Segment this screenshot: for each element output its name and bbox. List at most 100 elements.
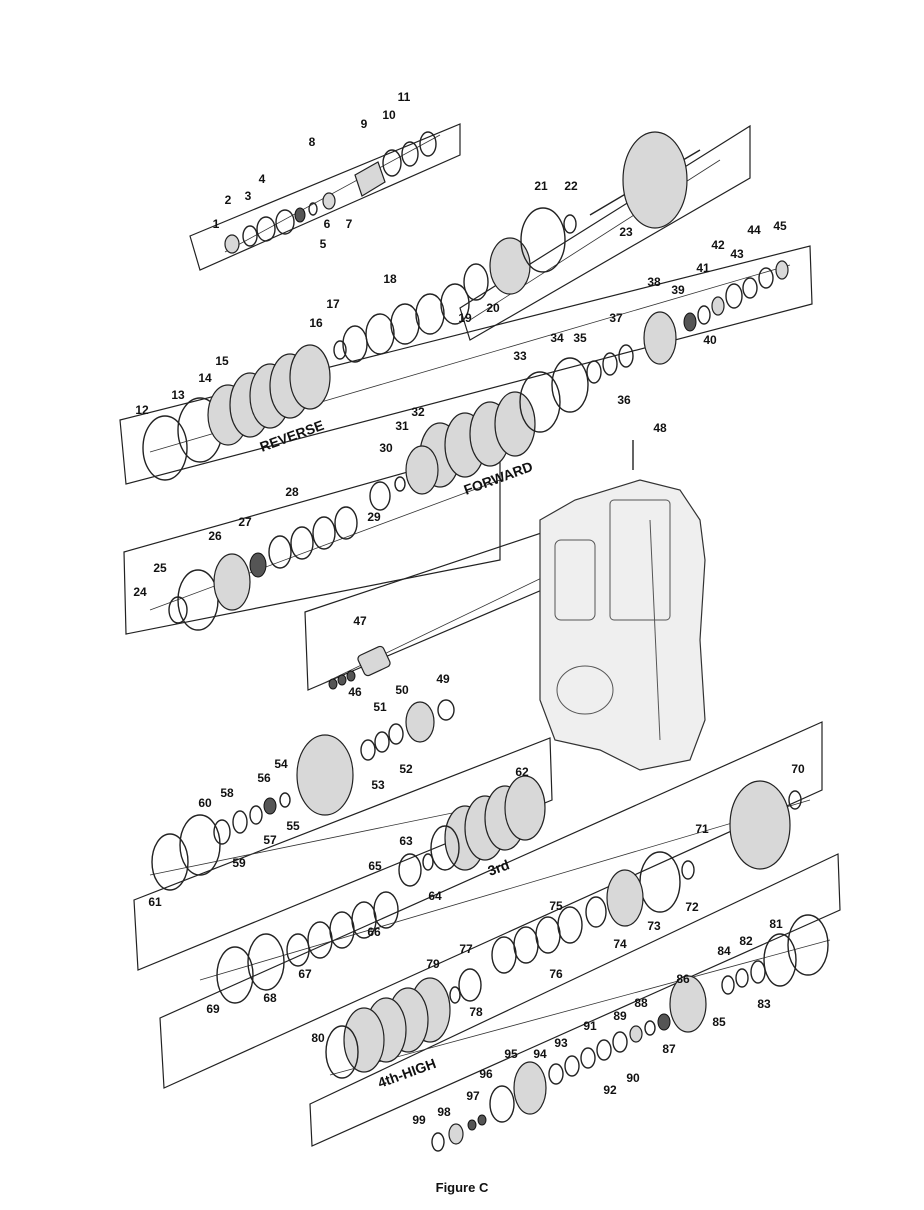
part-18-c <box>415 293 445 335</box>
part-20 <box>489 237 531 295</box>
callout-33: 33 <box>513 349 527 363</box>
callout-34: 34 <box>550 331 564 345</box>
part-62-d <box>504 775 546 841</box>
callout-3: 3 <box>245 189 252 203</box>
part-34 <box>551 357 589 413</box>
callout-39: 39 <box>671 283 685 297</box>
part-18-a <box>365 313 395 355</box>
callout-6: 6 <box>324 217 331 231</box>
callout-45: 45 <box>773 219 787 233</box>
callout-32: 32 <box>411 405 425 419</box>
callout-41: 41 <box>696 261 710 275</box>
callout-81: 81 <box>769 917 783 931</box>
part-12 <box>142 415 188 481</box>
callout-5: 5 <box>320 237 327 251</box>
part-49 <box>437 699 455 721</box>
callout-9: 9 <box>361 117 368 131</box>
panel-reverse-forward <box>119 245 813 485</box>
panel-shaft-lower <box>159 721 823 1089</box>
callout-1: 1 <box>213 217 220 231</box>
part-58 <box>232 810 248 834</box>
callout-17: 17 <box>326 297 340 311</box>
part-98 <box>448 1123 464 1145</box>
callout-96: 96 <box>479 1067 493 1081</box>
parts-shaft-lower <box>216 780 802 1004</box>
axis-lines <box>149 134 831 1076</box>
part-83 <box>750 960 766 984</box>
part-66-a <box>307 921 333 959</box>
callout-40: 40 <box>703 333 717 347</box>
part-35 <box>586 360 602 384</box>
part-59 <box>213 819 231 845</box>
part-43 <box>742 277 758 299</box>
callout-48: 48 <box>653 421 667 435</box>
part-29 <box>369 481 391 511</box>
part-66-d <box>373 891 399 929</box>
callout-27: 27 <box>238 515 252 529</box>
part-95 <box>513 1061 547 1115</box>
panel-lower-clutch <box>123 445 501 635</box>
part-1 <box>224 234 240 254</box>
part-99 <box>431 1132 445 1152</box>
parts-valve <box>328 440 634 761</box>
part-79-d <box>343 1007 385 1073</box>
callout-42: 42 <box>711 238 725 252</box>
callout-25: 25 <box>153 561 167 575</box>
axis-top <box>224 134 441 253</box>
callout-35: 35 <box>573 331 587 345</box>
callout-98: 98 <box>437 1105 451 1119</box>
callout-61: 61 <box>148 895 162 909</box>
part-77 <box>458 968 482 1002</box>
callout-49: 49 <box>436 672 450 686</box>
part-69 <box>216 946 254 1004</box>
callout-28: 28 <box>285 485 299 499</box>
part-19 <box>463 263 489 301</box>
part-22 <box>563 214 577 234</box>
panel-top <box>189 123 461 271</box>
part-7 <box>322 192 336 210</box>
part-80 <box>325 1025 359 1079</box>
callout-19: 19 <box>458 311 472 325</box>
part-54 <box>296 734 354 816</box>
part-55 <box>279 792 291 808</box>
part-28-b <box>290 526 314 560</box>
part-37 <box>618 344 634 368</box>
part-97-b <box>467 1119 477 1131</box>
part-71 <box>729 780 791 870</box>
part-10 <box>401 141 419 167</box>
callout-15: 15 <box>215 354 229 368</box>
part-90 <box>612 1031 628 1053</box>
callout-77: 77 <box>459 942 473 956</box>
callout-64: 64 <box>428 889 442 903</box>
part-61 <box>151 833 189 891</box>
callout-88: 88 <box>634 996 648 1010</box>
callout-70: 70 <box>791 762 805 776</box>
callout-82: 82 <box>739 934 753 948</box>
part-39 <box>683 312 697 332</box>
part-47 <box>357 645 391 677</box>
group-labels: REVERSE FORWARD 3rd 4th-HIGH <box>258 417 535 1091</box>
part-75 <box>585 896 607 928</box>
callout-13: 13 <box>171 388 185 402</box>
panel-third <box>133 737 553 971</box>
callout-78: 78 <box>469 1005 483 1019</box>
callout-36: 36 <box>617 393 631 407</box>
housing-window <box>554 539 596 621</box>
part-53 <box>360 739 376 761</box>
part-2 <box>242 225 258 247</box>
callout-69: 69 <box>206 1002 220 1016</box>
callout-38: 38 <box>647 275 661 289</box>
callout-71: 71 <box>695 822 709 836</box>
axis-lower <box>149 479 501 611</box>
part-44 <box>758 267 774 289</box>
part-72 <box>681 860 695 880</box>
callout-84: 84 <box>717 944 731 958</box>
callout-20: 20 <box>486 301 500 315</box>
part-56 <box>263 797 277 815</box>
callout-72: 72 <box>685 900 699 914</box>
part-46-a <box>328 678 338 690</box>
callout-92: 92 <box>603 1083 617 1097</box>
callout-76: 76 <box>549 967 563 981</box>
part-78 <box>449 986 461 1004</box>
